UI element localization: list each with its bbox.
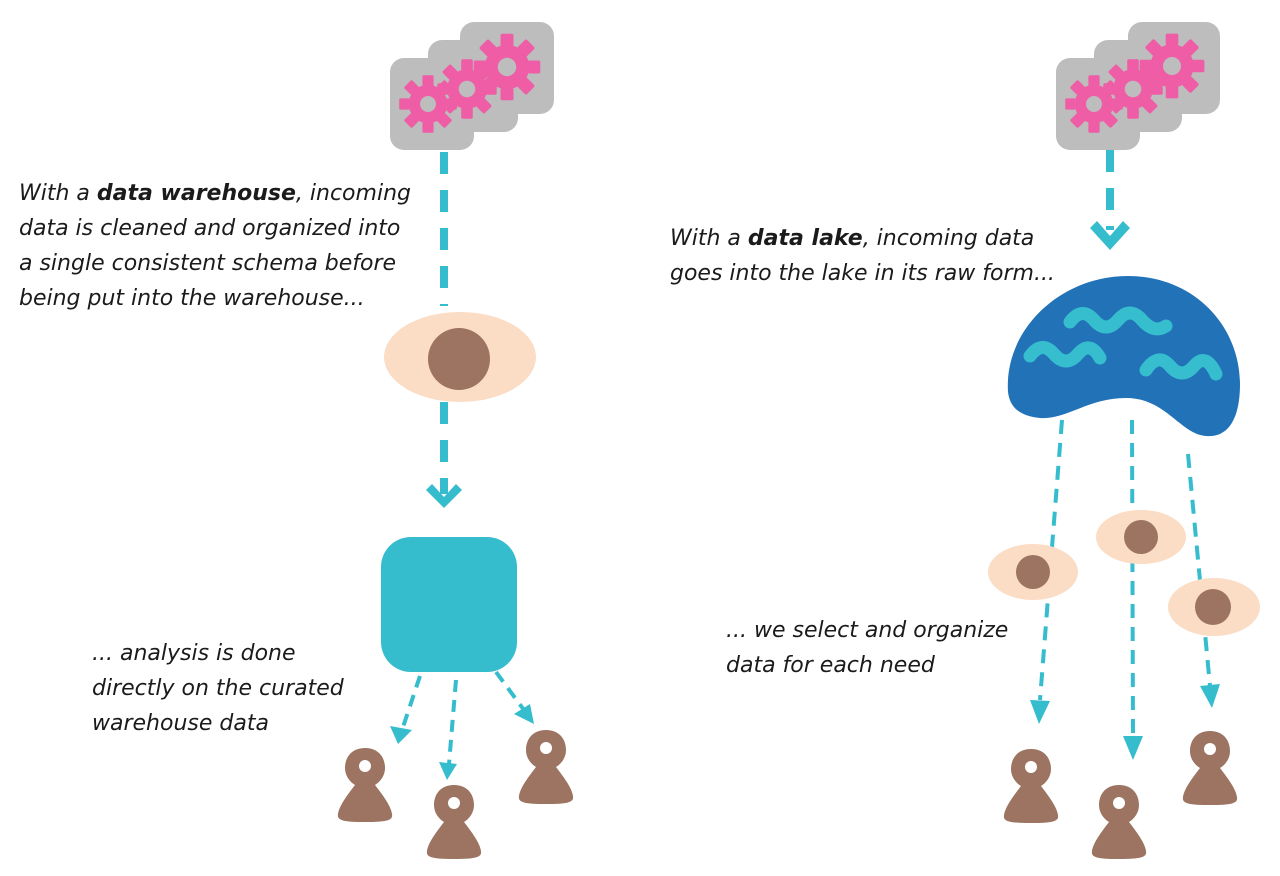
warehouse-data-blob bbox=[384, 312, 536, 402]
lake-intro-caption: With a data lake, incoming data goes int… bbox=[670, 221, 1090, 291]
lake-data-blob bbox=[1096, 510, 1186, 564]
warehouse-term: data warehouse bbox=[96, 181, 296, 206]
arrow-icon bbox=[1123, 736, 1143, 760]
flow-line bbox=[447, 679, 458, 765]
lake-data-blob bbox=[1168, 578, 1260, 636]
arrow-icon bbox=[426, 484, 462, 508]
wave bbox=[1023, 341, 1107, 368]
lake-icon bbox=[1007, 276, 1240, 437]
warehouse-result-caption: ... analysis is done directly on the cur… bbox=[92, 641, 344, 736]
arrow-icon bbox=[514, 704, 534, 724]
arrow-icon bbox=[439, 762, 457, 780]
data-dot bbox=[1195, 589, 1231, 625]
gear-icon bbox=[474, 34, 541, 101]
caption-text: With a bbox=[19, 181, 97, 206]
warehouse-consumer-arrows bbox=[390, 670, 534, 780]
caption-text: , incoming data is cleaned and organized… bbox=[19, 181, 411, 311]
warehouse-box-icon bbox=[381, 537, 517, 672]
lake-result-caption: ... we select and organize data for each… bbox=[726, 618, 1009, 678]
data-dot bbox=[428, 328, 490, 390]
lake-outflow-arrows bbox=[1030, 419, 1220, 760]
data-dot bbox=[1124, 520, 1158, 554]
user-icon bbox=[1004, 749, 1058, 823]
lake-inflow bbox=[1090, 150, 1130, 250]
user-icon bbox=[427, 785, 481, 859]
arrow-icon bbox=[390, 726, 412, 744]
arrow-icon bbox=[1030, 700, 1050, 724]
warehouse-intro-caption: With a data warehouse, incoming data is … bbox=[19, 176, 419, 316]
user-icon bbox=[338, 748, 392, 822]
arrow-icon bbox=[1200, 684, 1220, 708]
flow-line bbox=[1186, 453, 1212, 687]
caption-text: With a bbox=[670, 226, 748, 251]
wave bbox=[1063, 306, 1173, 336]
warehouse-flow bbox=[426, 152, 462, 508]
lake-term: data lake bbox=[747, 226, 863, 251]
lake-shape bbox=[1007, 276, 1240, 437]
lake-data-blob bbox=[988, 544, 1078, 600]
caption-text: , incoming data goes into the lake in it… bbox=[670, 226, 1055, 286]
gear-icon bbox=[1140, 34, 1205, 99]
arrow-icon bbox=[1090, 221, 1130, 250]
flow-line bbox=[494, 670, 526, 712]
lake-process-stack bbox=[1056, 22, 1220, 150]
user-icon bbox=[1183, 731, 1237, 805]
flow-line bbox=[400, 675, 422, 731]
user-icon bbox=[1092, 785, 1146, 859]
flow-line bbox=[1130, 419, 1135, 737]
user-icon bbox=[519, 730, 573, 804]
warehouse-process-stack bbox=[390, 22, 554, 150]
data-dot bbox=[1016, 555, 1050, 589]
wave bbox=[1139, 353, 1223, 381]
